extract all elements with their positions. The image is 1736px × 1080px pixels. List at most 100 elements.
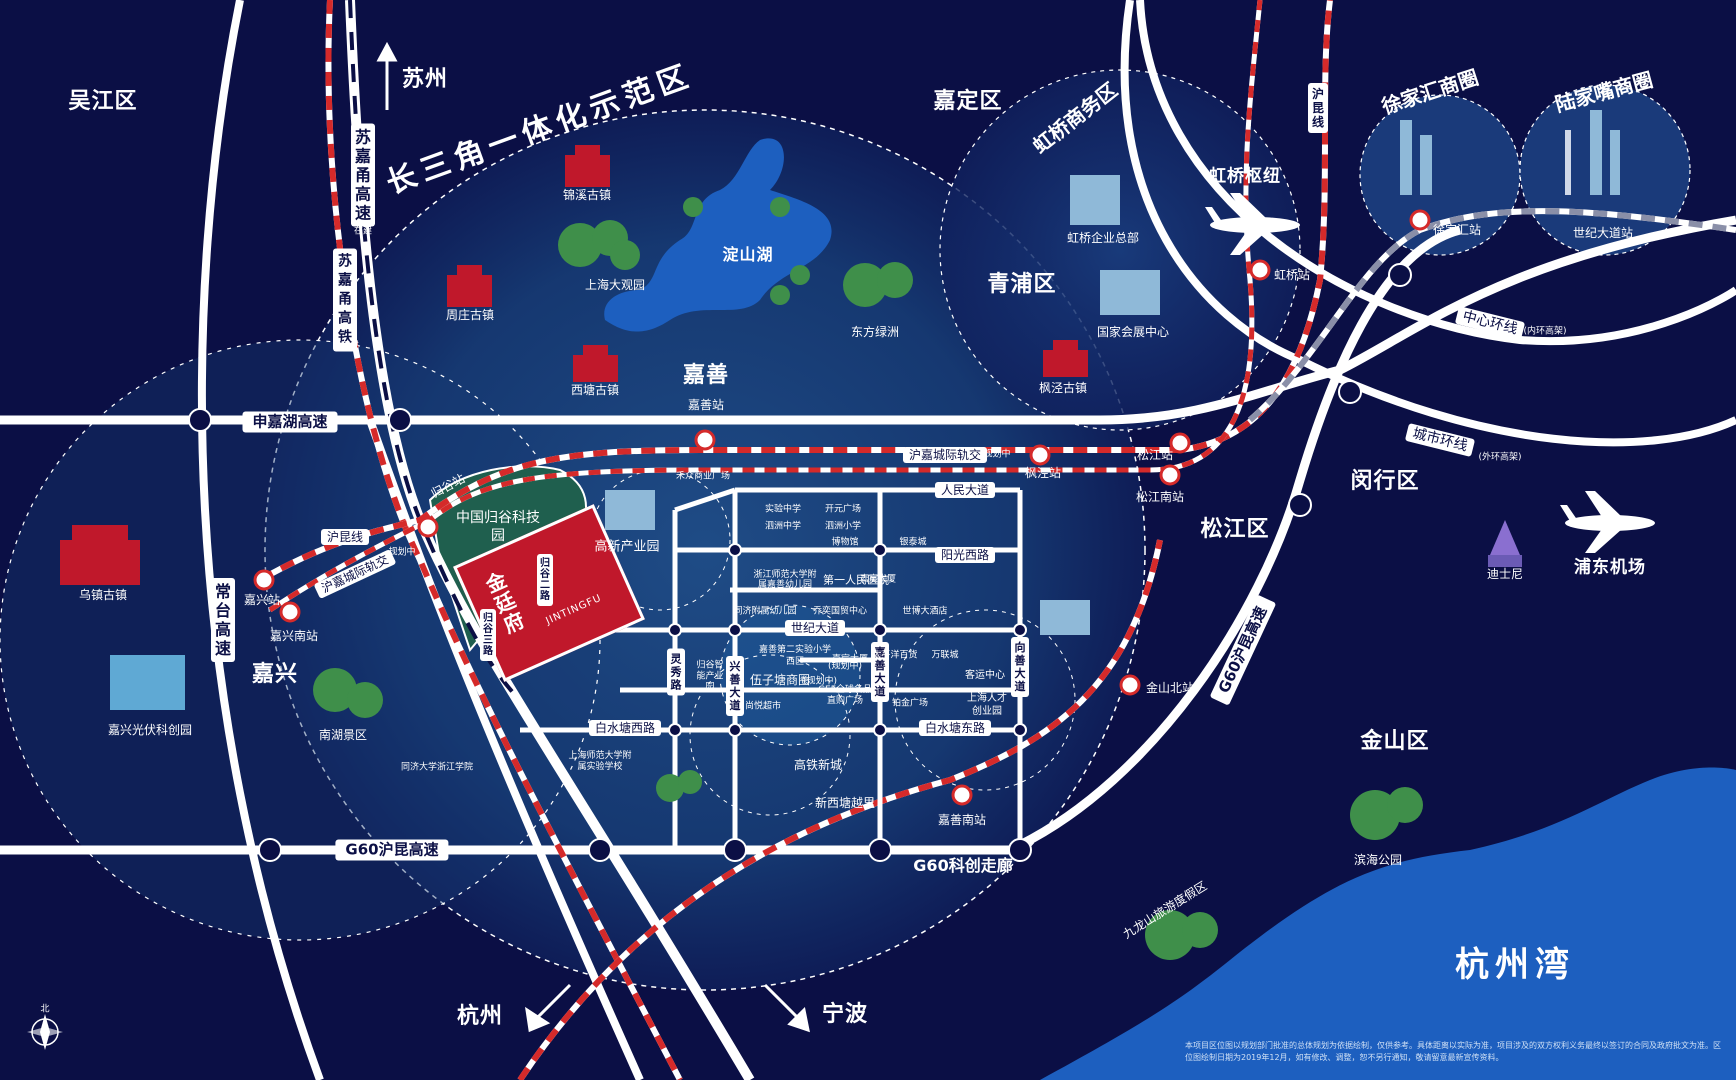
poi-shiyan[interactable]: 实验中学 <box>764 504 802 515</box>
road-guigu-3: 归谷三路 <box>480 609 496 661</box>
poi-expo-hotel[interactable]: 世博大酒店 <box>902 606 948 617</box>
road-yangguang[interactable]: 阳光西路 <box>934 547 996 563</box>
road-sujiayong[interactable]: 苏嘉甬高速 <box>351 123 375 227</box>
road-shiji[interactable]: 世纪大道 <box>784 620 846 636</box>
district-songjiang: 松江区 <box>1200 517 1270 542</box>
poi-guigu-garden[interactable]: 归谷智能产业园 <box>696 660 724 693</box>
road-guigu-2: 归谷二路 <box>537 554 553 606</box>
poi-hsr-town[interactable]: 高铁新城 <box>793 758 843 772</box>
poi-sizhou-pri[interactable]: 泗洲小学 <box>824 521 862 532</box>
poi-yintai[interactable]: 银泰城 <box>899 537 927 548</box>
poi-wanlian[interactable]: 万联城 <box>931 650 959 661</box>
road-shenjiahu[interactable]: 申嘉湖高速 <box>242 411 338 433</box>
poi-jinxi[interactable]: 锦溪古镇 <box>562 188 612 202</box>
poi-xitang[interactable]: 西塘古镇 <box>570 383 620 397</box>
hub-hongqiao[interactable]: 虹桥枢纽 <box>1209 166 1281 187</box>
airplane-icon-hongqiao <box>1205 193 1300 255</box>
poi-tongji-kinder[interactable]: 同济附属幼儿园 <box>733 606 797 617</box>
district-jiashan: 嘉善 <box>682 363 730 388</box>
rail-intercity-2[interactable]: 沪嘉城际轨交 <box>902 447 988 463</box>
poi-binhai-park[interactable]: 滨海公园 <box>1353 853 1403 867</box>
compass <box>27 1014 63 1050</box>
poi-museum[interactable]: 博物馆 <box>831 537 859 548</box>
poi-zhouzhuang[interactable]: 周庄古镇 <box>445 308 495 322</box>
station-hongqiao[interactable]: 虹桥站 <box>1273 268 1311 282</box>
poi-hongqiao-hq[interactable]: 虹桥企业总部 <box>1066 231 1140 245</box>
poi-yinfeng[interactable]: 尚悦超市 <box>744 701 782 712</box>
shenjiahu-road <box>0 215 1736 425</box>
station-fengjing[interactable]: 枫泾站 <box>1024 466 1062 480</box>
road-lingxiu[interactable]: 灵秀路 <box>667 648 685 696</box>
rail-sujiayong[interactable]: 苏嘉甬高铁 <box>333 248 357 352</box>
station-jiashan[interactable]: 嘉善站 <box>687 398 725 412</box>
landmark-icons <box>60 110 1620 710</box>
poi-nanhu[interactable]: 南湖景区 <box>318 728 368 742</box>
station-jiaxing[interactable]: 嘉兴站 <box>243 593 281 607</box>
poi-qiao-int[interactable]: 乔奕国贸中心 <box>812 606 868 617</box>
jinshan-rail-red <box>517 539 1163 1080</box>
tree-icons <box>313 197 1423 960</box>
road-xingshan[interactable]: 兴善大道 <box>726 656 744 716</box>
poi-pv-park[interactable]: 嘉兴光伏科创园 <box>107 723 193 737</box>
grid-nodes <box>668 543 1027 737</box>
road-middle-ring-tag: (内环高架) <box>1523 326 1567 337</box>
direction-suzhou: 苏州 <box>401 67 449 92</box>
poi-jiachen[interactable]: 嘉宸大厦 <box>860 574 897 585</box>
poi-outlet[interactable]: GEF全球名品直购广场 <box>818 685 872 706</box>
poi-platinum[interactable]: 铂金广场 <box>891 698 929 709</box>
poi-disney[interactable]: 迪士尼 <box>1486 567 1524 581</box>
poi-wuzitang[interactable]: 伍子塘商圈 <box>749 673 811 687</box>
station-xujiahui[interactable]: 徐家汇站 <box>1432 223 1482 237</box>
road-baishuitang-e[interactable]: 白水塘东路 <box>918 720 992 736</box>
poi-jiachen-2[interactable]: 嘉宸大厦 <box>831 654 869 665</box>
poi-talent-park[interactable]: 上海人才创业园 <box>967 693 1007 717</box>
direction-arrows <box>376 41 810 1033</box>
station-songjiang[interactable]: 松江站 <box>1136 448 1174 462</box>
poi-oriental-green[interactable]: 东方绿洲 <box>850 325 900 339</box>
airport-pudong[interactable]: 浦东机场 <box>1574 557 1646 578</box>
station-jiaxing-south[interactable]: 嘉兴南站 <box>269 629 319 643</box>
rail-hukun[interactable]: 沪昆线 <box>320 529 370 545</box>
poi-fengjing-town[interactable]: 枫泾古镇 <box>1038 381 1088 395</box>
dianshan-lake <box>604 138 832 332</box>
district-minhang: 闵行区 <box>1350 469 1420 494</box>
station-century-ave[interactable]: 世纪大道站 <box>1572 226 1634 240</box>
talent-park-circle <box>894 609 1076 791</box>
station-jinshan-north[interactable]: 金山北站 <box>1145 681 1195 695</box>
middle-ring-road <box>1136 0 1736 346</box>
station-songjiang-south[interactable]: 松江南站 <box>1135 490 1185 504</box>
project-name-en: JINTINGFU <box>544 592 604 628</box>
poi-dianshan-lake[interactable]: 淀山湖 <box>722 245 774 264</box>
road-g60[interactable]: G60沪昆高速 <box>335 839 449 861</box>
poi-tongji[interactable]: 同济大学浙江学院 <box>400 762 474 773</box>
road-jiashan-ave[interactable]: 嘉善大道 <box>871 642 889 702</box>
district-jiaxing: 嘉兴 <box>251 662 299 687</box>
road-changtai[interactable]: 常台高速 <box>211 578 235 662</box>
intercity-rail-red <box>268 0 1263 613</box>
poi-taiping[interactable]: 太平洋百货 <box>872 650 918 661</box>
poi-first-hospital[interactable]: 第一人民医院 <box>823 573 889 587</box>
rail-sujiayong-tag: 在建 <box>340 340 360 351</box>
road-xiangshan[interactable]: 向善大道 <box>1011 637 1029 697</box>
poi-national-convention[interactable]: 国家会展中心 <box>1096 325 1170 339</box>
poi-zjnu-kinder[interactable]: 浙江师范大学附属嘉善幼儿园 <box>753 570 817 590</box>
road-baishuitang-w[interactable]: 白水塘西路 <box>588 720 662 736</box>
poi-no2-school[interactable]: 嘉善第二实验小学西区 <box>758 645 831 667</box>
poi-sizhou-mid[interactable]: 泗洲中学 <box>764 521 802 532</box>
station-jiashan-south[interactable]: 嘉善南站 <box>937 813 987 827</box>
poi-wuzhen[interactable]: 乌镇古镇 <box>78 588 128 602</box>
station-markers <box>253 209 1431 806</box>
poi-shnu[interactable]: 上海师范大学附属实验学校 <box>568 751 632 772</box>
sujiayong-rail-red <box>325 0 683 1080</box>
poi-hesheng[interactable]: 禾众商业广场 <box>675 471 731 482</box>
rail-hukun-east[interactable]: 沪昆线 <box>1308 83 1328 133</box>
poi-kaiyuan[interactable]: 开元广场 <box>824 504 862 515</box>
poi-hitech[interactable]: 高新产业园 <box>594 539 660 555</box>
changtai-road <box>197 0 324 1080</box>
poi-passenger[interactable]: 客运中心 <box>965 670 1005 681</box>
poi-xixitang[interactable]: 新西塘越里 <box>814 796 876 810</box>
poi-guigu-park[interactable]: 中国归谷科技园 <box>456 510 540 544</box>
road-renmin[interactable]: 人民大道 <box>934 482 996 498</box>
poi-grand-view[interactable]: 上海大观园 <box>584 278 646 292</box>
